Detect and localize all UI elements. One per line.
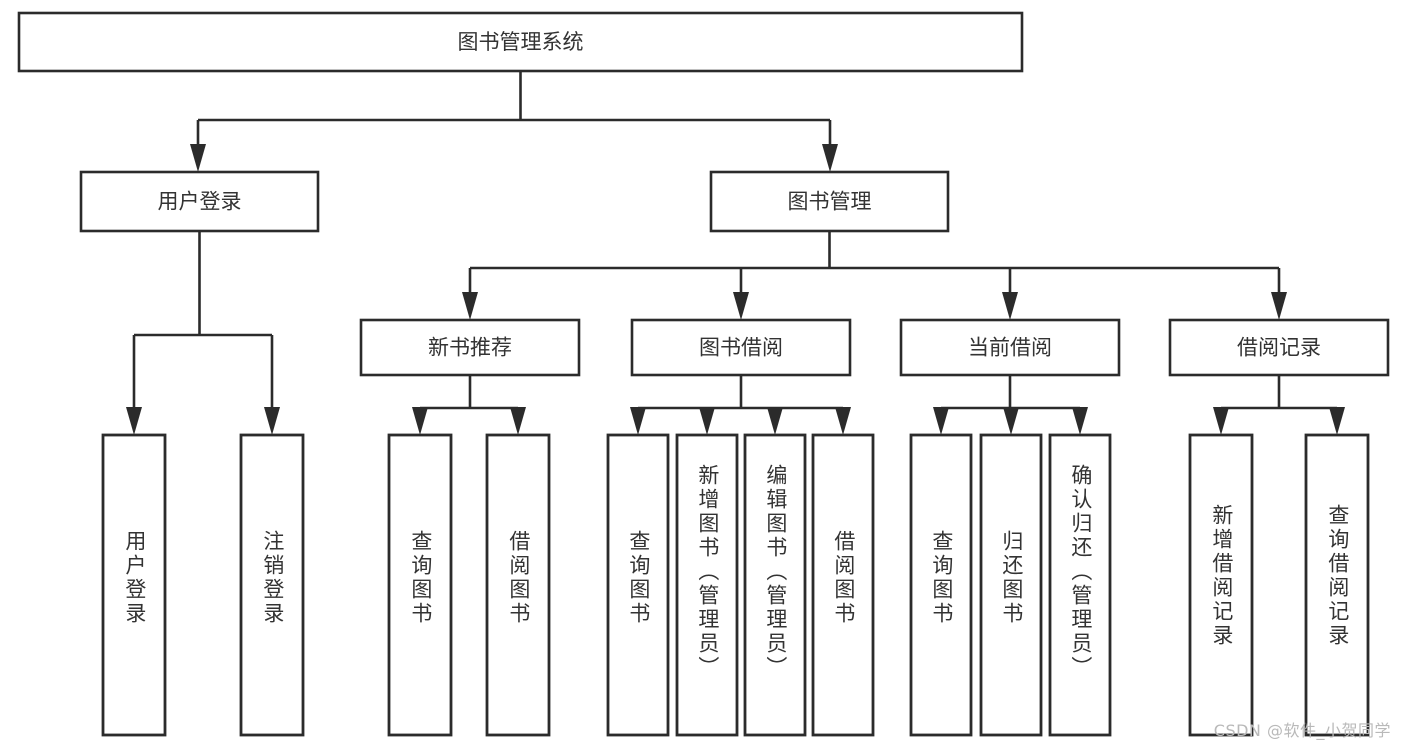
node-leaf-lf-11[interactable] <box>1188 433 1254 737</box>
node-label: 当前借阅 <box>968 336 1052 360</box>
csdn-watermark: CSDN @软件_小贺同学 <box>1213 721 1391 740</box>
connector-l2-3 <box>1213 375 1345 435</box>
node-leaf-lf-3[interactable] <box>485 433 551 737</box>
connector-edges <box>126 71 1345 435</box>
node-level1-l1-0[interactable]: 用户登录 <box>79 170 320 233</box>
node-leaf-lf-4[interactable] <box>606 433 670 737</box>
node-label: 新书推荐 <box>428 336 512 360</box>
node-label: 用户登录 <box>158 190 242 214</box>
node-level2-l2-2[interactable]: 当前借阅 <box>899 318 1121 377</box>
node-leaf-lf-2[interactable] <box>387 433 453 737</box>
node-leaf-lf-7[interactable] <box>811 433 875 737</box>
node-leaf-lf-6[interactable] <box>743 433 807 737</box>
node-leaf-lf-0[interactable] <box>101 433 167 737</box>
connector-l1-0 <box>126 231 280 435</box>
node-leaf-lf-8[interactable] <box>909 433 973 737</box>
node-leaf-lf-5[interactable] <box>675 433 739 737</box>
node-label: 借阅记录 <box>1237 336 1321 360</box>
node-level2-l2-3[interactable]: 借阅记录 <box>1168 318 1390 377</box>
connector-l2-2 <box>933 375 1088 435</box>
node-level2-l2-1[interactable]: 图书借阅 <box>630 318 852 377</box>
node-label: 图书管理 <box>788 190 872 214</box>
node-leaf-lf-12[interactable] <box>1304 433 1370 737</box>
node-label: 图书借阅 <box>699 336 783 360</box>
connector-l2-0 <box>412 375 526 435</box>
connector-l2-1 <box>630 375 851 435</box>
connector-l1-1 <box>462 231 1287 320</box>
node-root-root[interactable]: 图书管理系统 <box>17 11 1024 73</box>
node-leaf-lf-9[interactable] <box>979 433 1043 737</box>
node-level1-l1-1[interactable]: 图书管理 <box>709 170 950 233</box>
connector-root <box>190 71 838 172</box>
node-leaf-lf-10[interactable] <box>1048 433 1112 737</box>
node-level2-l2-0[interactable]: 新书推荐 <box>359 318 581 377</box>
node-leaf-lf-1[interactable] <box>239 433 305 737</box>
node-label: 图书管理系统 <box>458 30 584 54</box>
